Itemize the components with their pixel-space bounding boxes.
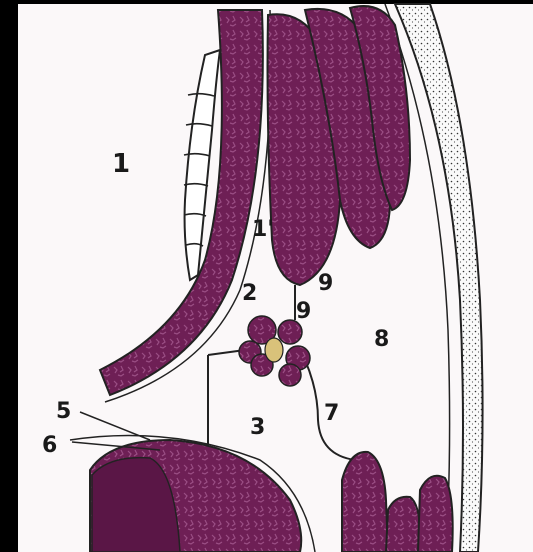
label-3: 3 — [250, 415, 265, 440]
label-6: 6 — [42, 433, 57, 458]
bottom-lobe-1 — [342, 452, 388, 552]
bottom-lobe-3 — [418, 476, 453, 552]
label-9-upper: 9 — [318, 271, 333, 296]
label-5: 5 — [56, 399, 71, 424]
label-2: 2 — [242, 281, 257, 306]
label-7: 7 — [324, 401, 339, 426]
label-9-lower: 9 — [296, 299, 311, 324]
label-1-prime: 1' — [252, 217, 274, 242]
bottom-lobe-2 — [386, 497, 420, 552]
yolk-core — [265, 338, 283, 362]
label-1: 1 — [112, 149, 130, 179]
label-8: 8 — [374, 327, 389, 352]
